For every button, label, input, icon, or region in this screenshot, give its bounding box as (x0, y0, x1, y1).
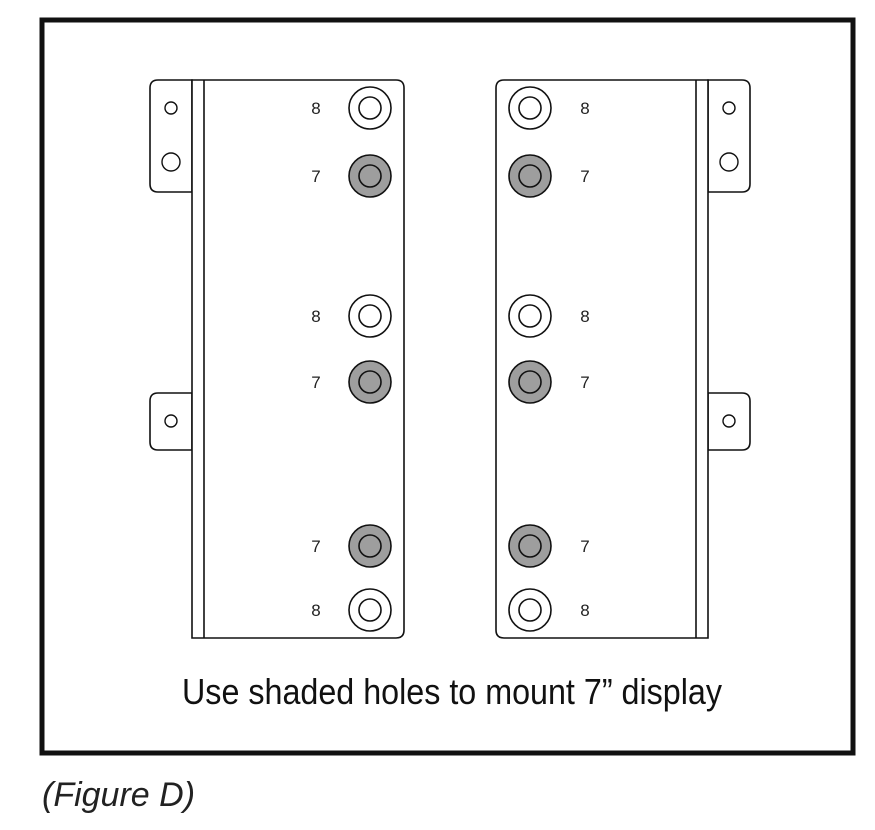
left-mount-hole-inner-ring (358, 370, 382, 394)
left-hole-size-label: 7 (311, 373, 320, 392)
diagram-caption: Use shaded holes to mount 7” display (182, 671, 722, 712)
right-hole-size-label: 8 (580, 99, 589, 118)
left-top-tab-hole-large (161, 152, 181, 172)
left-hole-size-label: 7 (311, 167, 320, 186)
left-mounting-bracket: 8 7 8 7 7 8 (149, 79, 405, 639)
right-mount-hole-inner-ring (518, 534, 542, 558)
right-hole-size-label: 8 (580, 601, 589, 620)
left-mount-hole-inner-ring (358, 164, 382, 188)
right-mounting-bracket: 8 7 8 7 7 8 (495, 79, 751, 639)
right-hole-size-label: 8 (580, 307, 589, 326)
right-bracket-plate (495, 79, 709, 639)
left-mount-hole-inner-ring (358, 598, 382, 622)
right-top-tab-hole-large (719, 152, 739, 172)
right-top-tab-hole-small (722, 101, 736, 115)
right-mount-hole-inner-ring (518, 164, 542, 188)
left-bracket-top-tab (149, 79, 193, 193)
right-hole-size-label: 7 (580, 373, 589, 392)
left-hole-column: 8 7 8 7 7 8 (311, 86, 392, 632)
right-hole-size-label: 7 (580, 537, 589, 556)
left-top-tab-hole-small (164, 101, 178, 115)
right-mid-tab-hole (722, 414, 736, 428)
left-hole-size-label: 7 (311, 537, 320, 556)
left-mount-hole-inner-ring (358, 534, 382, 558)
left-hole-size-label: 8 (311, 307, 320, 326)
right-mount-hole-inner-ring (518, 304, 542, 328)
right-mount-hole-inner-ring (518, 370, 542, 394)
left-mount-hole-inner-ring (358, 96, 382, 120)
left-mount-hole-inner-ring (358, 304, 382, 328)
right-bracket-top-tab (707, 79, 751, 193)
left-hole-size-label: 8 (311, 99, 320, 118)
left-mid-tab-hole (164, 414, 178, 428)
figure-label: (Figure D) (42, 776, 195, 814)
left-hole-size-label: 8 (311, 601, 320, 620)
left-bracket-plate (191, 79, 405, 639)
right-hole-column: 8 7 8 7 7 8 (508, 86, 590, 632)
right-mount-hole-inner-ring (518, 96, 542, 120)
right-hole-size-label: 7 (580, 167, 589, 186)
right-mount-hole-inner-ring (518, 598, 542, 622)
diagram-frame (39, 17, 856, 756)
